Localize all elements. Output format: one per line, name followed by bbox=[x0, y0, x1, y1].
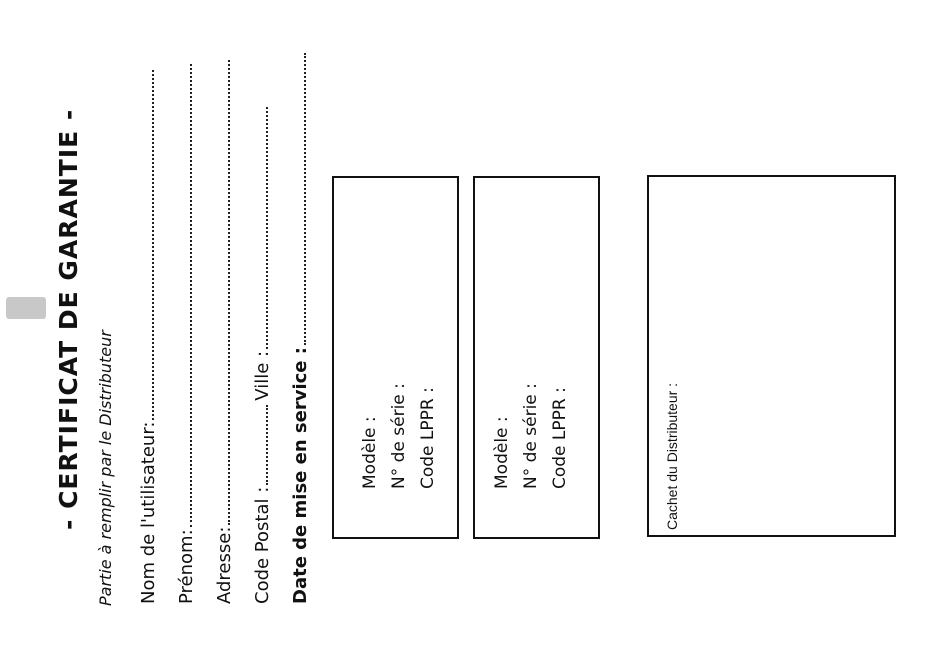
product-box-1-model-label: Modèle : bbox=[356, 416, 385, 489]
address-label: Adresse: bbox=[214, 525, 235, 604]
user-name-label: Nom de l'utilisateur: bbox=[138, 420, 159, 604]
postal-city-field[interactable]: Code Postal : Ville : bbox=[252, 107, 273, 604]
city-label: Ville : bbox=[252, 349, 273, 405]
first-name-label: Prénom: bbox=[176, 527, 197, 604]
service-date-line[interactable] bbox=[290, 53, 306, 345]
product-box-2-lppr-label: Code LPPR : bbox=[546, 387, 575, 489]
first-name-field[interactable]: Prénom: bbox=[176, 64, 197, 604]
user-name-field[interactable]: Nom de l'utilisateur: bbox=[138, 70, 159, 604]
distributor-stamp-label: Cachet du Distributeur : bbox=[664, 383, 680, 530]
distributor-stamp-box[interactable] bbox=[647, 175, 896, 537]
service-date-label: Date de mise en service : bbox=[290, 345, 311, 604]
certificate-title: - CERTIFICAT DE GARANTIE - bbox=[54, 109, 83, 530]
certificate-subtitle: Partie à remplir par le Distributeur bbox=[96, 330, 115, 606]
address-field[interactable]: Adresse: bbox=[214, 60, 235, 604]
product-box-1-serial-label: N° de série : bbox=[385, 383, 414, 489]
postal-code-line[interactable] bbox=[252, 405, 268, 485]
service-date-field[interactable]: Date de mise en service : bbox=[290, 53, 311, 604]
postal-code-label: Code Postal : bbox=[252, 485, 273, 604]
page-tab-marker bbox=[6, 297, 46, 319]
product-box-2-model-label: Modèle : bbox=[488, 416, 517, 489]
first-name-line[interactable] bbox=[176, 64, 192, 527]
city-line[interactable] bbox=[252, 107, 268, 349]
product-box-1-lppr-label: Code LPPR : bbox=[414, 387, 443, 489]
address-line[interactable] bbox=[214, 60, 230, 525]
user-name-line[interactable] bbox=[138, 70, 154, 420]
product-box-2-serial-label: N° de série : bbox=[517, 383, 546, 489]
